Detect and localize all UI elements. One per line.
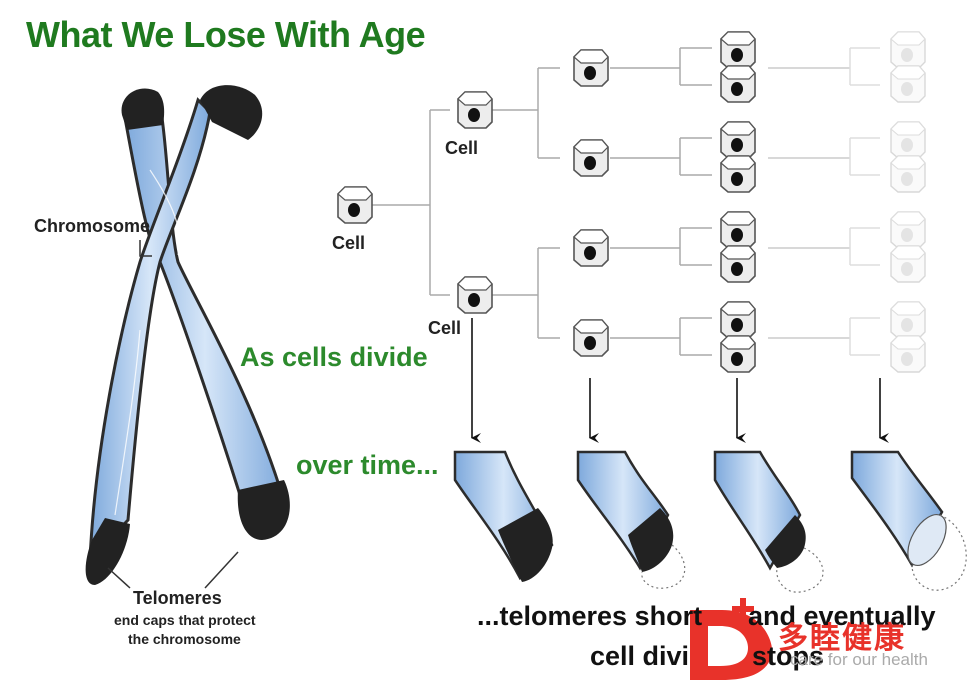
cell-label-bottom: Cell [428, 318, 462, 338]
division-tree [372, 47, 880, 356]
telomeres-desc-1: end caps that protect [114, 612, 256, 628]
telomere-bottom-right [237, 480, 290, 540]
cell-gen-3 [720, 31, 756, 373]
telomere-top-right [200, 85, 263, 140]
cell-gen-1-top [457, 91, 493, 129]
telomere-bottom-left [85, 518, 130, 585]
chromosome-leader [139, 240, 152, 257]
caption-line-2b: stops [752, 641, 825, 671]
chromosome [85, 85, 290, 585]
cell-label-top: Cell [445, 138, 479, 158]
chromosome-label: Chromosome [34, 216, 151, 236]
tip-stage-3 [713, 450, 824, 593]
cell-gen-1-bottom [457, 276, 493, 314]
cell-gen-4-faded [890, 31, 926, 373]
caption-line-1: ...telomeres short [477, 601, 703, 631]
as-cells-divide-label: As cells divide [240, 342, 428, 372]
telomere-leader-right [204, 551, 239, 589]
over-time-label: over time... [296, 450, 439, 480]
caption-line-2: cell divi [590, 641, 690, 671]
telomeres-label: Telomeres [133, 588, 222, 608]
caption-line-1b: and eventually [748, 601, 936, 631]
watermark-logo [690, 598, 772, 680]
cell-label-root: Cell [332, 233, 366, 253]
telomere-leader-left [107, 567, 131, 589]
telomeres-desc-2: the chromosome [128, 631, 241, 647]
tip-stage-2 [576, 450, 686, 589]
cell-gen-2 [573, 49, 609, 357]
watermark-en-text: care for our health [790, 650, 928, 669]
cell-gen-0 [337, 186, 373, 224]
page-title: What We Lose With Age [26, 14, 426, 55]
tip-stage-4 [850, 450, 967, 591]
time-arrows [471, 318, 889, 443]
telomere-top-left [121, 88, 165, 130]
watermark-cn-text: 多睦健康 [778, 622, 906, 655]
tip-stage-1 [453, 450, 554, 582]
